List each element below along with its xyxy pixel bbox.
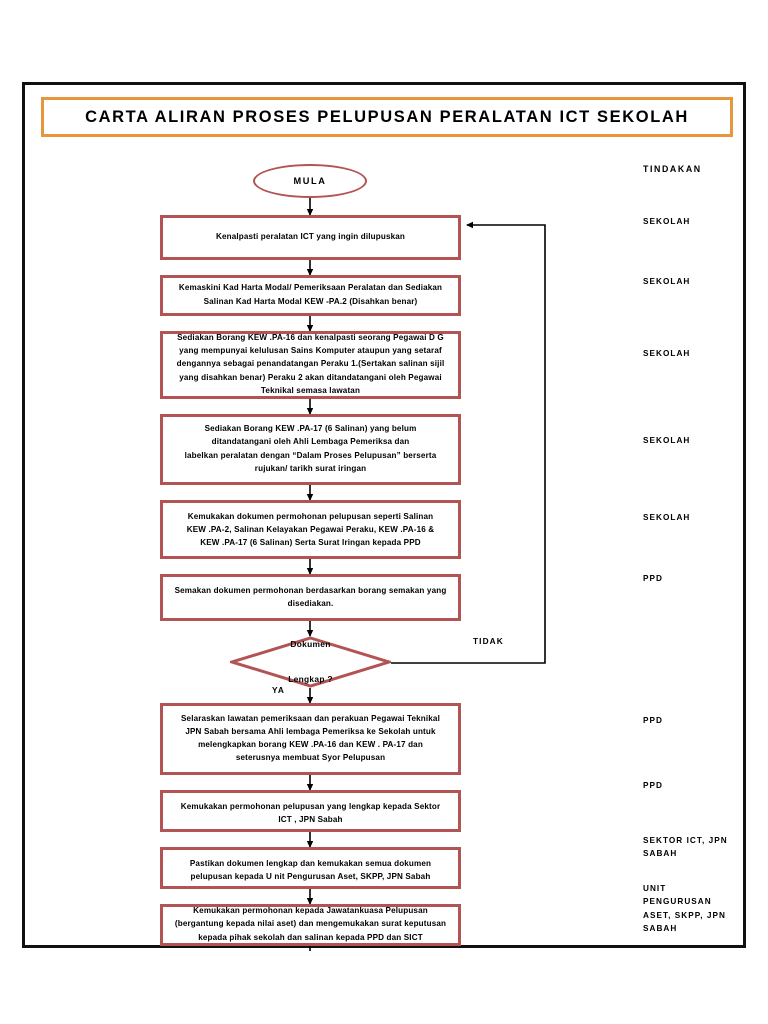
action-label-3: SEKOLAH	[643, 349, 691, 358]
flowchart-page-frame: CARTA ALIRAN PROSES PELUPUSAN PERALATAN …	[22, 82, 746, 951]
step-5-text: Kemukakan dokumen permohonan pelupusan s…	[186, 512, 435, 548]
edge-label-tidak: TIDAK	[473, 636, 504, 646]
flow-node-step-2[interactable]: Kemaskini Kad Harta Modal/ Pemeriksaan P…	[160, 275, 461, 316]
step-1-text: Kenalpasti peralatan ICT yang ingin dilu…	[215, 231, 406, 241]
step-4-text: Sediakan Borang KEW .PA-17 (6 Salinan) y…	[184, 424, 437, 473]
action-label-2: SEKOLAH	[643, 277, 691, 286]
action-column-header: TINDAKAN	[643, 164, 702, 174]
decision-diamond-shape	[230, 636, 391, 688]
flow-node-start[interactable]: MULA	[253, 164, 367, 198]
action-label-4: SEKOLAH	[643, 436, 691, 445]
flow-node-step-4[interactable]: Sediakan Borang KEW .PA-17 (6 Salinan) y…	[160, 414, 461, 485]
flow-node-decision[interactable]: Dokumen Lengkap ?	[230, 636, 391, 688]
chart-title-banner: CARTA ALIRAN PROSES PELUPUSAN PERALATAN …	[41, 97, 733, 137]
step-7-text: Selaraskan lawatan pemeriksaan dan perak…	[181, 713, 440, 763]
flow-node-step-6[interactable]: Semakan dokumen permohonan berdasarkan b…	[160, 574, 461, 621]
step-3-text: Sediakan Borang KEW .PA-16 dan kenalpast…	[176, 333, 445, 395]
flow-node-step-3[interactable]: Sediakan Borang KEW .PA-16 dan kenalpast…	[160, 331, 461, 399]
step-9-text: Pastikan dokumen lengkap dan kemukakan s…	[189, 859, 432, 882]
flow-node-step-9[interactable]: Pastikan dokumen lengkap dan kemukakan s…	[160, 847, 461, 889]
flow-node-step-7[interactable]: Selaraskan lawatan pemeriksaan dan perak…	[160, 703, 461, 775]
page-title: CARTA ALIRAN PROSES PELUPUSAN PERALATAN …	[85, 107, 689, 126]
edge-label-ya: YA	[272, 685, 285, 695]
action-label-1: SEKOLAH	[643, 217, 691, 226]
step-10-text: Kemukakan permohonan kepada Jawatankuasa…	[174, 906, 447, 942]
start-label: MULA	[293, 176, 327, 186]
action-label-7: PPD	[643, 716, 663, 725]
action-label-8: PPD	[643, 781, 663, 790]
decision-label: Dokumen Lengkap ?	[288, 638, 333, 684]
step-6-text: Semakan dokumen permohonan berdasarkan b…	[174, 586, 447, 609]
action-label-5: SEKOLAH	[643, 513, 691, 522]
flow-node-step-8[interactable]: Kemukakan permohonan pelupusan yang leng…	[160, 790, 461, 832]
flow-node-step-5[interactable]: Kemukakan dokumen permohonan pelupusan s…	[160, 500, 461, 559]
step-8-text: Kemukakan permohonan pelupusan yang leng…	[180, 802, 441, 825]
action-label-10: UNIT PENGURUSAN ASET, SKPP, JPN SABAH	[643, 884, 726, 933]
action-label-6: PPD	[643, 574, 663, 583]
flowchart-canvas: MULA Kenalpasti peralatan ICT yang ingin…	[25, 85, 743, 951]
flow-node-step-10[interactable]: Kemukakan permohonan kepada Jawatankuasa…	[160, 904, 461, 946]
action-label-9: SEKTOR ICT, JPN SABAH	[643, 836, 728, 859]
step-2-text: Kemaskini Kad Harta Modal/ Pemeriksaan P…	[178, 283, 443, 306]
flow-node-step-1[interactable]: Kenalpasti peralatan ICT yang ingin dilu…	[160, 215, 461, 260]
